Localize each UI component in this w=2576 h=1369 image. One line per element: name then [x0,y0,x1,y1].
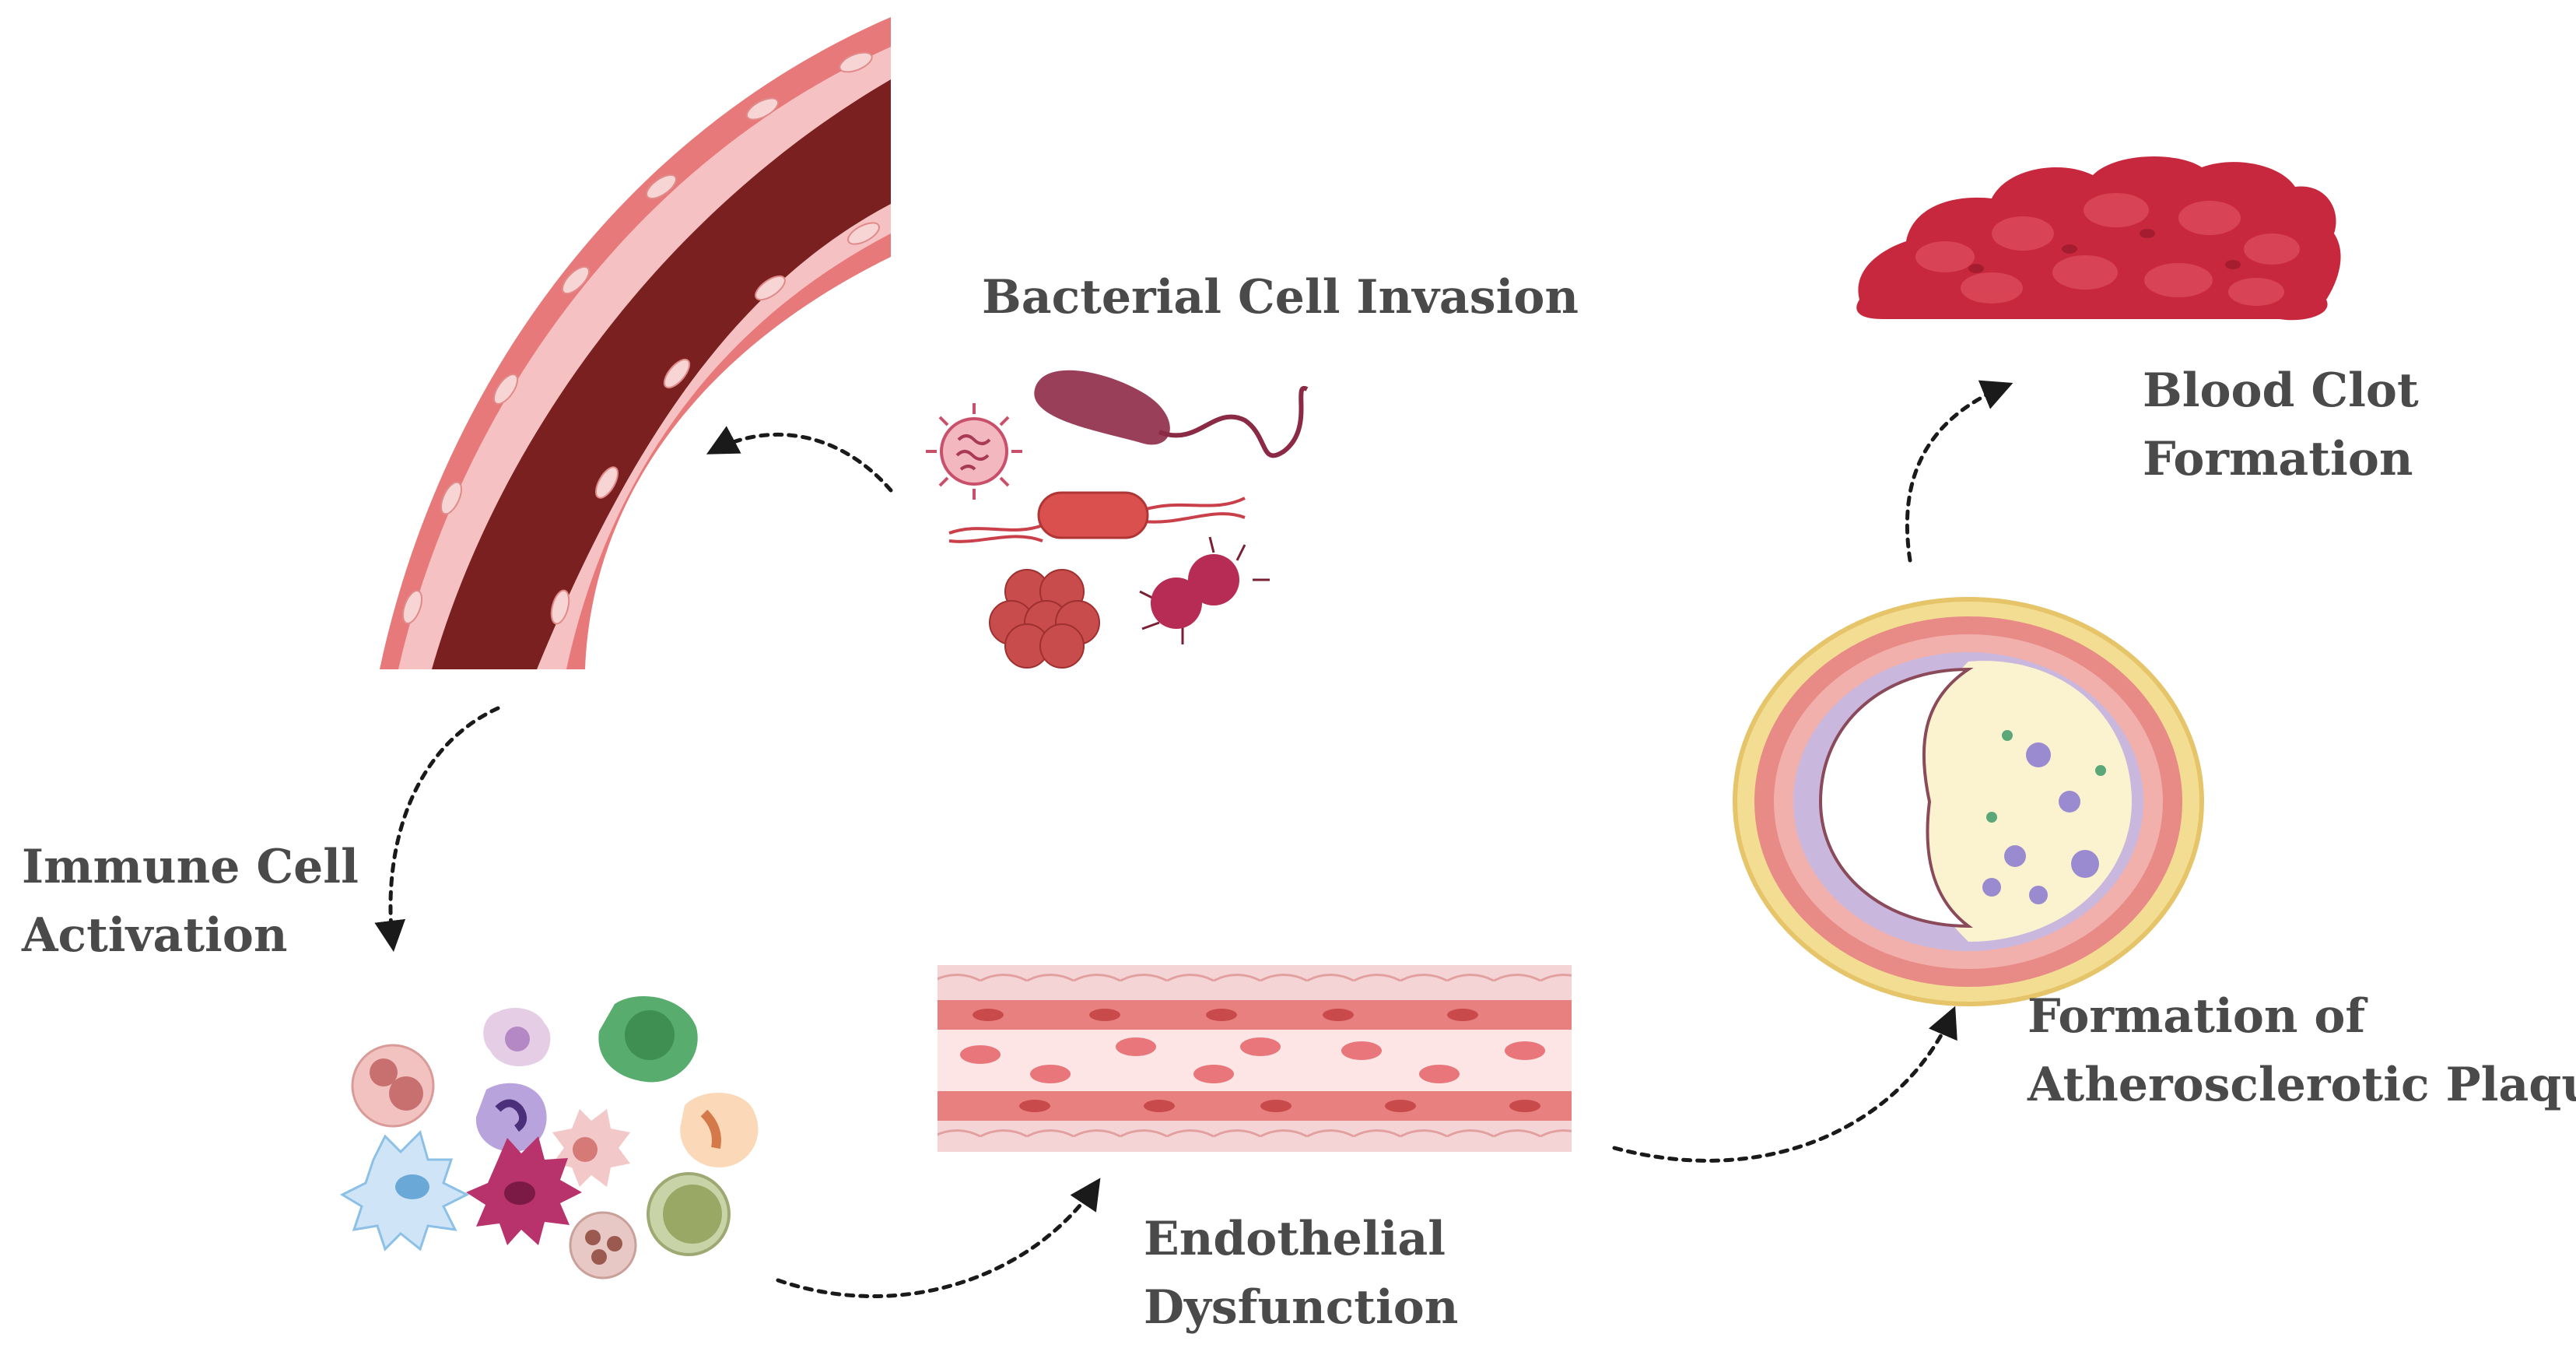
arrow-immune-to-endothelium [776,1178,1101,1299]
plaque-cross-section [1733,597,2204,1006]
label-blood-clot-line2: Formation [2143,432,2413,486]
immune-cells-cluster [339,996,759,1279]
capsule-bacterium-icon [948,491,1246,543]
immune-cell-icon [466,1136,582,1245]
arrow-plaque-to-clot [1905,380,2013,563]
label-blood-clot-line1: Blood Clot [2143,363,2419,418]
arrow-bacteria-to-vessel [706,426,893,493]
arrow-endothelium-to-plaque [1612,1006,1957,1163]
label-endothelial-dysfunction: Endothelial Dysfunction [1144,1205,1458,1342]
immune-cell-icon [339,1130,470,1251]
label-blood-clot-formation: Blood Clot Formation [2143,356,2419,493]
curved-blood-vessel [380,17,891,669]
immune-cell-icon [552,1109,630,1187]
immune-cell-icon [680,1092,759,1167]
diplococcus-icon [1139,536,1270,644]
immune-cell-icon [351,1044,435,1128]
arrow-vessel-to-immune [374,706,500,952]
label-bacterial-line: Bacterial Cell Invasion [982,270,1579,325]
label-plaque-line1: Formation of [2028,989,2366,1044]
immune-cell-icon [475,1083,547,1152]
label-immune-line1: Immune Cell [22,840,359,894]
label-endo-line1: Endothelial [1144,1212,1446,1266]
label-plaque-line2: Atherosclerotic Plaque [2028,1058,2576,1112]
rod-bacterium-icon [1034,370,1309,458]
label-immune-cell-activation: Immune Cell Activation [22,833,359,970]
immune-cell-icon [569,1211,637,1279]
label-immune-line2: Activation [22,908,288,963]
bacteria-cluster [926,370,1309,669]
coccus-cluster-icon [989,569,1100,669]
label-endo-line2: Dysfunction [1144,1280,1459,1335]
blood-clot-illustration [1856,156,2341,321]
endothelium-strip [938,965,1572,1152]
immune-cell-icon [647,1172,731,1256]
label-atherosclerotic-plaque: Formation of Atherosclerotic Plaque [2028,982,2576,1119]
virus-icon [926,403,1022,500]
label-bacterial-cell-invasion: Bacterial Cell Invasion [982,263,1579,332]
immune-cell-icon [483,1008,551,1066]
immune-cell-icon [598,996,698,1083]
